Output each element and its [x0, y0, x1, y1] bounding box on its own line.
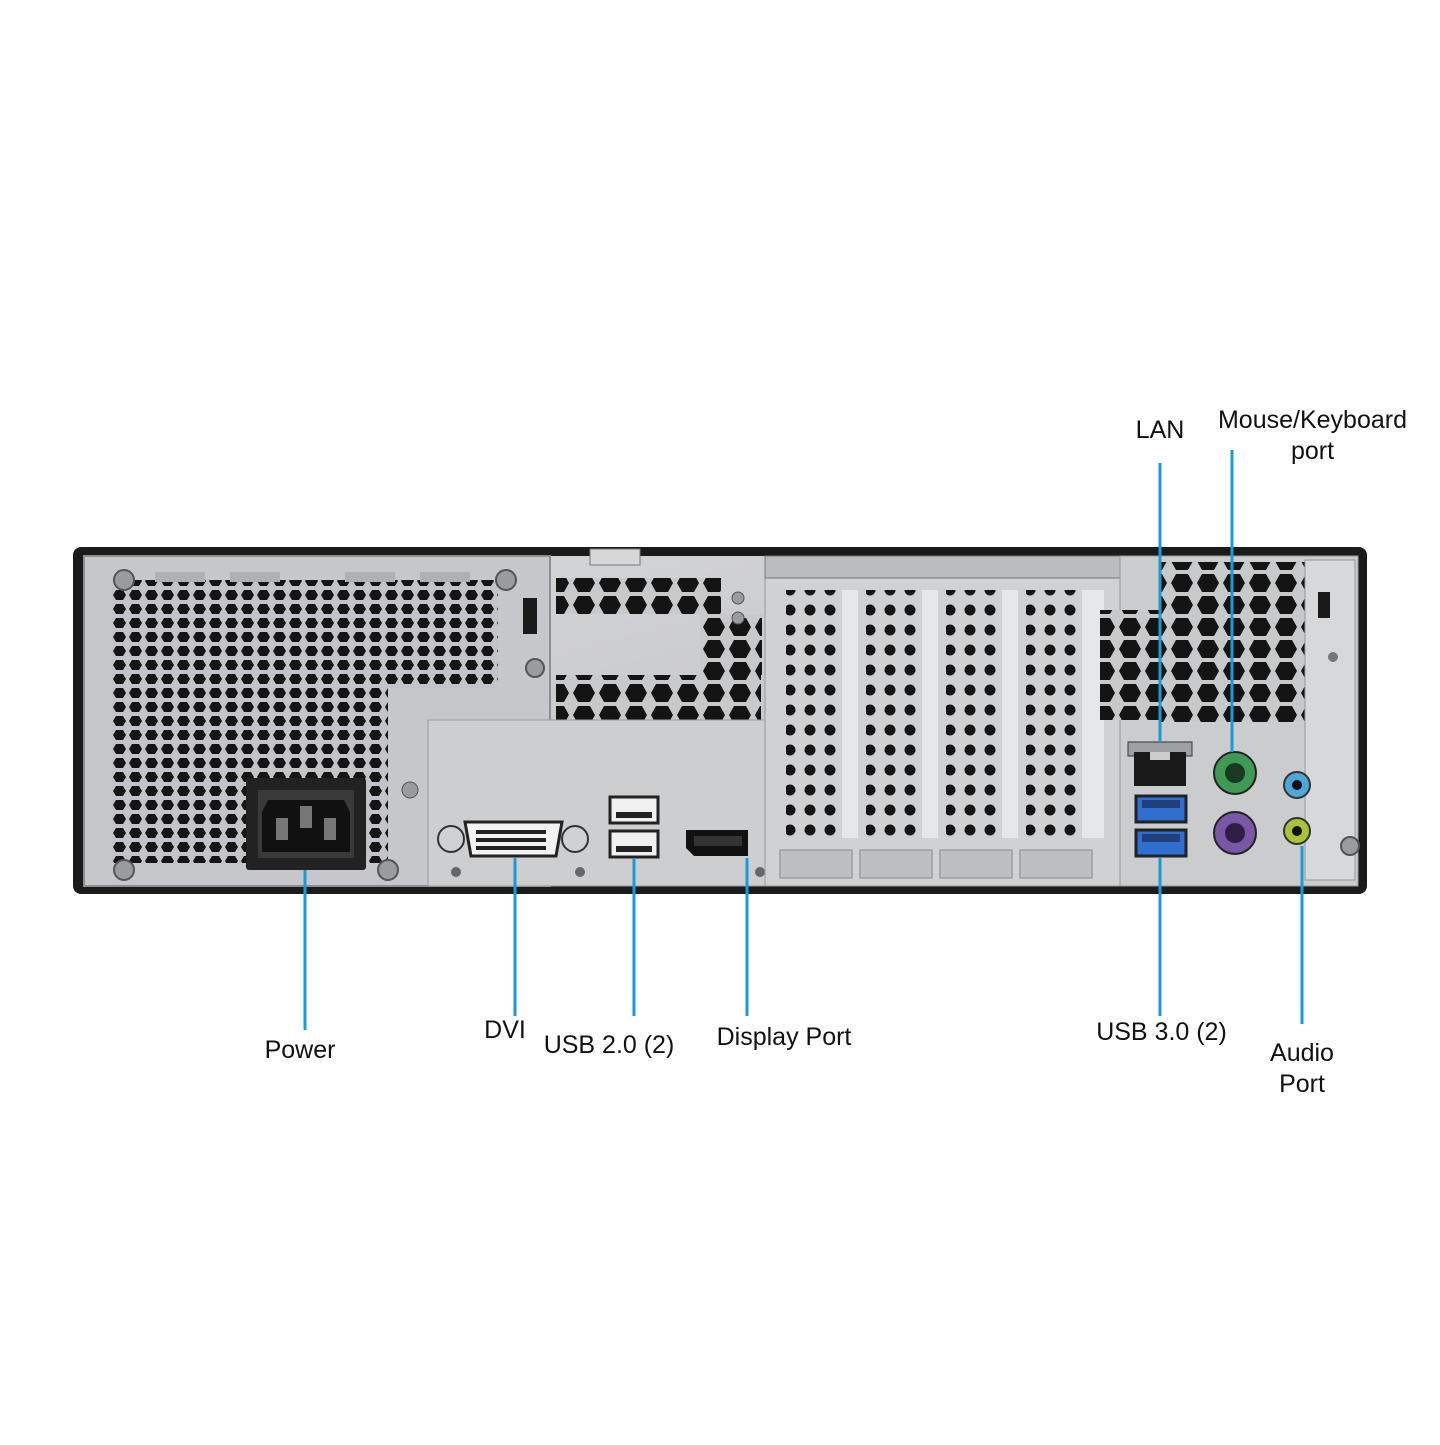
label-mouse-keyboard-line1: Mouse/Keyboard [1217, 406, 1407, 434]
ps2-ports [1213, 751, 1257, 855]
expansion-slots [764, 555, 1121, 887]
lan-port [1127, 741, 1193, 786]
label-mouse-keyboard-line2: port [1290, 437, 1335, 465]
usb2-ports [608, 795, 660, 859]
label-mouse-keyboard: Mouse/Keyboard port [1200, 405, 1425, 467]
label-display-port-line: Display Port [716, 1023, 852, 1051]
label-audio-line1: Audio [1270, 1039, 1334, 1067]
label-lan-line: LAN [1135, 416, 1185, 444]
label-usb2-line: USB 2.0 (2) [543, 1031, 675, 1059]
label-usb2: USB 2.0 (2) [533, 1030, 685, 1061]
label-usb3: USB 3.0 (2) [1084, 1017, 1239, 1048]
label-dvi: DVI [470, 1015, 540, 1046]
io-plate-left [401, 719, 769, 887]
displayport-port [686, 830, 748, 856]
label-lan: LAN [1110, 415, 1210, 446]
label-power: Power [240, 1035, 360, 1066]
label-display-port: Display Port [700, 1022, 868, 1053]
power-socket [246, 778, 366, 870]
dvi-port [437, 820, 589, 858]
label-usb3-line: USB 3.0 (2) [1096, 1018, 1227, 1046]
label-power-line: Power [264, 1036, 336, 1064]
usb3-ports [1134, 794, 1188, 858]
label-audio: Audio Port [1252, 1038, 1352, 1100]
label-audio-line2: Port [1279, 1070, 1325, 1098]
label-dvi-line: DVI [484, 1016, 526, 1044]
audio-ports [1283, 771, 1311, 845]
